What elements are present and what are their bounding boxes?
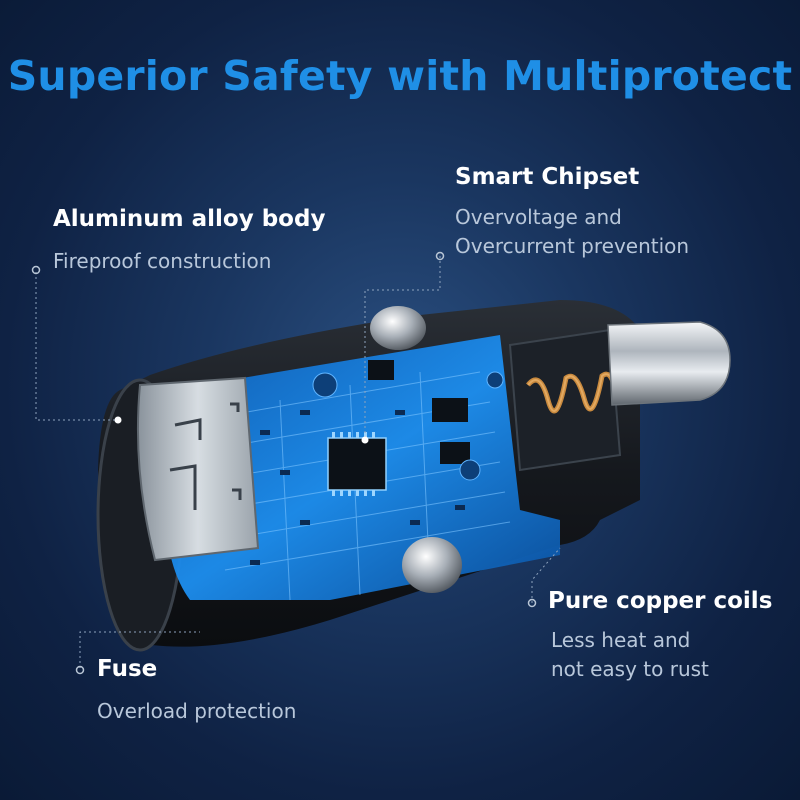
fuse-desc: Overload protection — [97, 697, 296, 726]
chip-pins — [332, 432, 375, 496]
leader-dots — [31, 251, 537, 675]
target-dots — [114, 416, 369, 444]
smart-chipset-desc: Overvoltage and Overcurrent prevention — [455, 203, 689, 261]
chrome-tip — [607, 321, 731, 406]
spring-housing — [508, 328, 622, 472]
aluminum-body-title: Aluminum alloy body — [53, 206, 326, 232]
fuse-desc-line-1: Overload protection — [97, 699, 297, 723]
headline: Superior Safety with Multiprotect — [7, 52, 793, 100]
aluminum-body-desc-line-1: Fireproof construction — [53, 249, 272, 273]
capacitor-3 — [486, 371, 504, 389]
bottom-contact-nub — [402, 537, 462, 593]
usb-port — [136, 376, 260, 562]
smd-parts — [250, 410, 465, 565]
capacitor-2 — [459, 459, 481, 481]
copper-coils-desc-line-2: not easy to rust — [551, 657, 709, 681]
copper-coils-title: Pure copper coils — [548, 588, 773, 614]
capacitor-1 — [312, 372, 338, 398]
leader-lines — [35, 256, 561, 668]
usb-contacts — [169, 402, 242, 510]
chip-4 — [368, 360, 394, 380]
fuse-title: Fuse — [97, 656, 158, 682]
chip-3 — [440, 442, 470, 464]
copper-coils-desc-line-1: Less heat and — [551, 628, 691, 652]
top-contact-nub — [370, 306, 426, 350]
aluminum-body-desc: Fireproof construction — [53, 247, 271, 276]
smart-chipset-title: Smart Chipset — [455, 164, 640, 190]
chip-2 — [432, 398, 468, 422]
smart-chipset-desc-line-1: Overvoltage and — [455, 205, 622, 229]
main-chip — [327, 437, 387, 491]
smart-chipset-desc-line-2: Overcurrent prevention — [455, 234, 690, 258]
copper-coils-desc: Less heat and not easy to rust — [551, 626, 709, 684]
